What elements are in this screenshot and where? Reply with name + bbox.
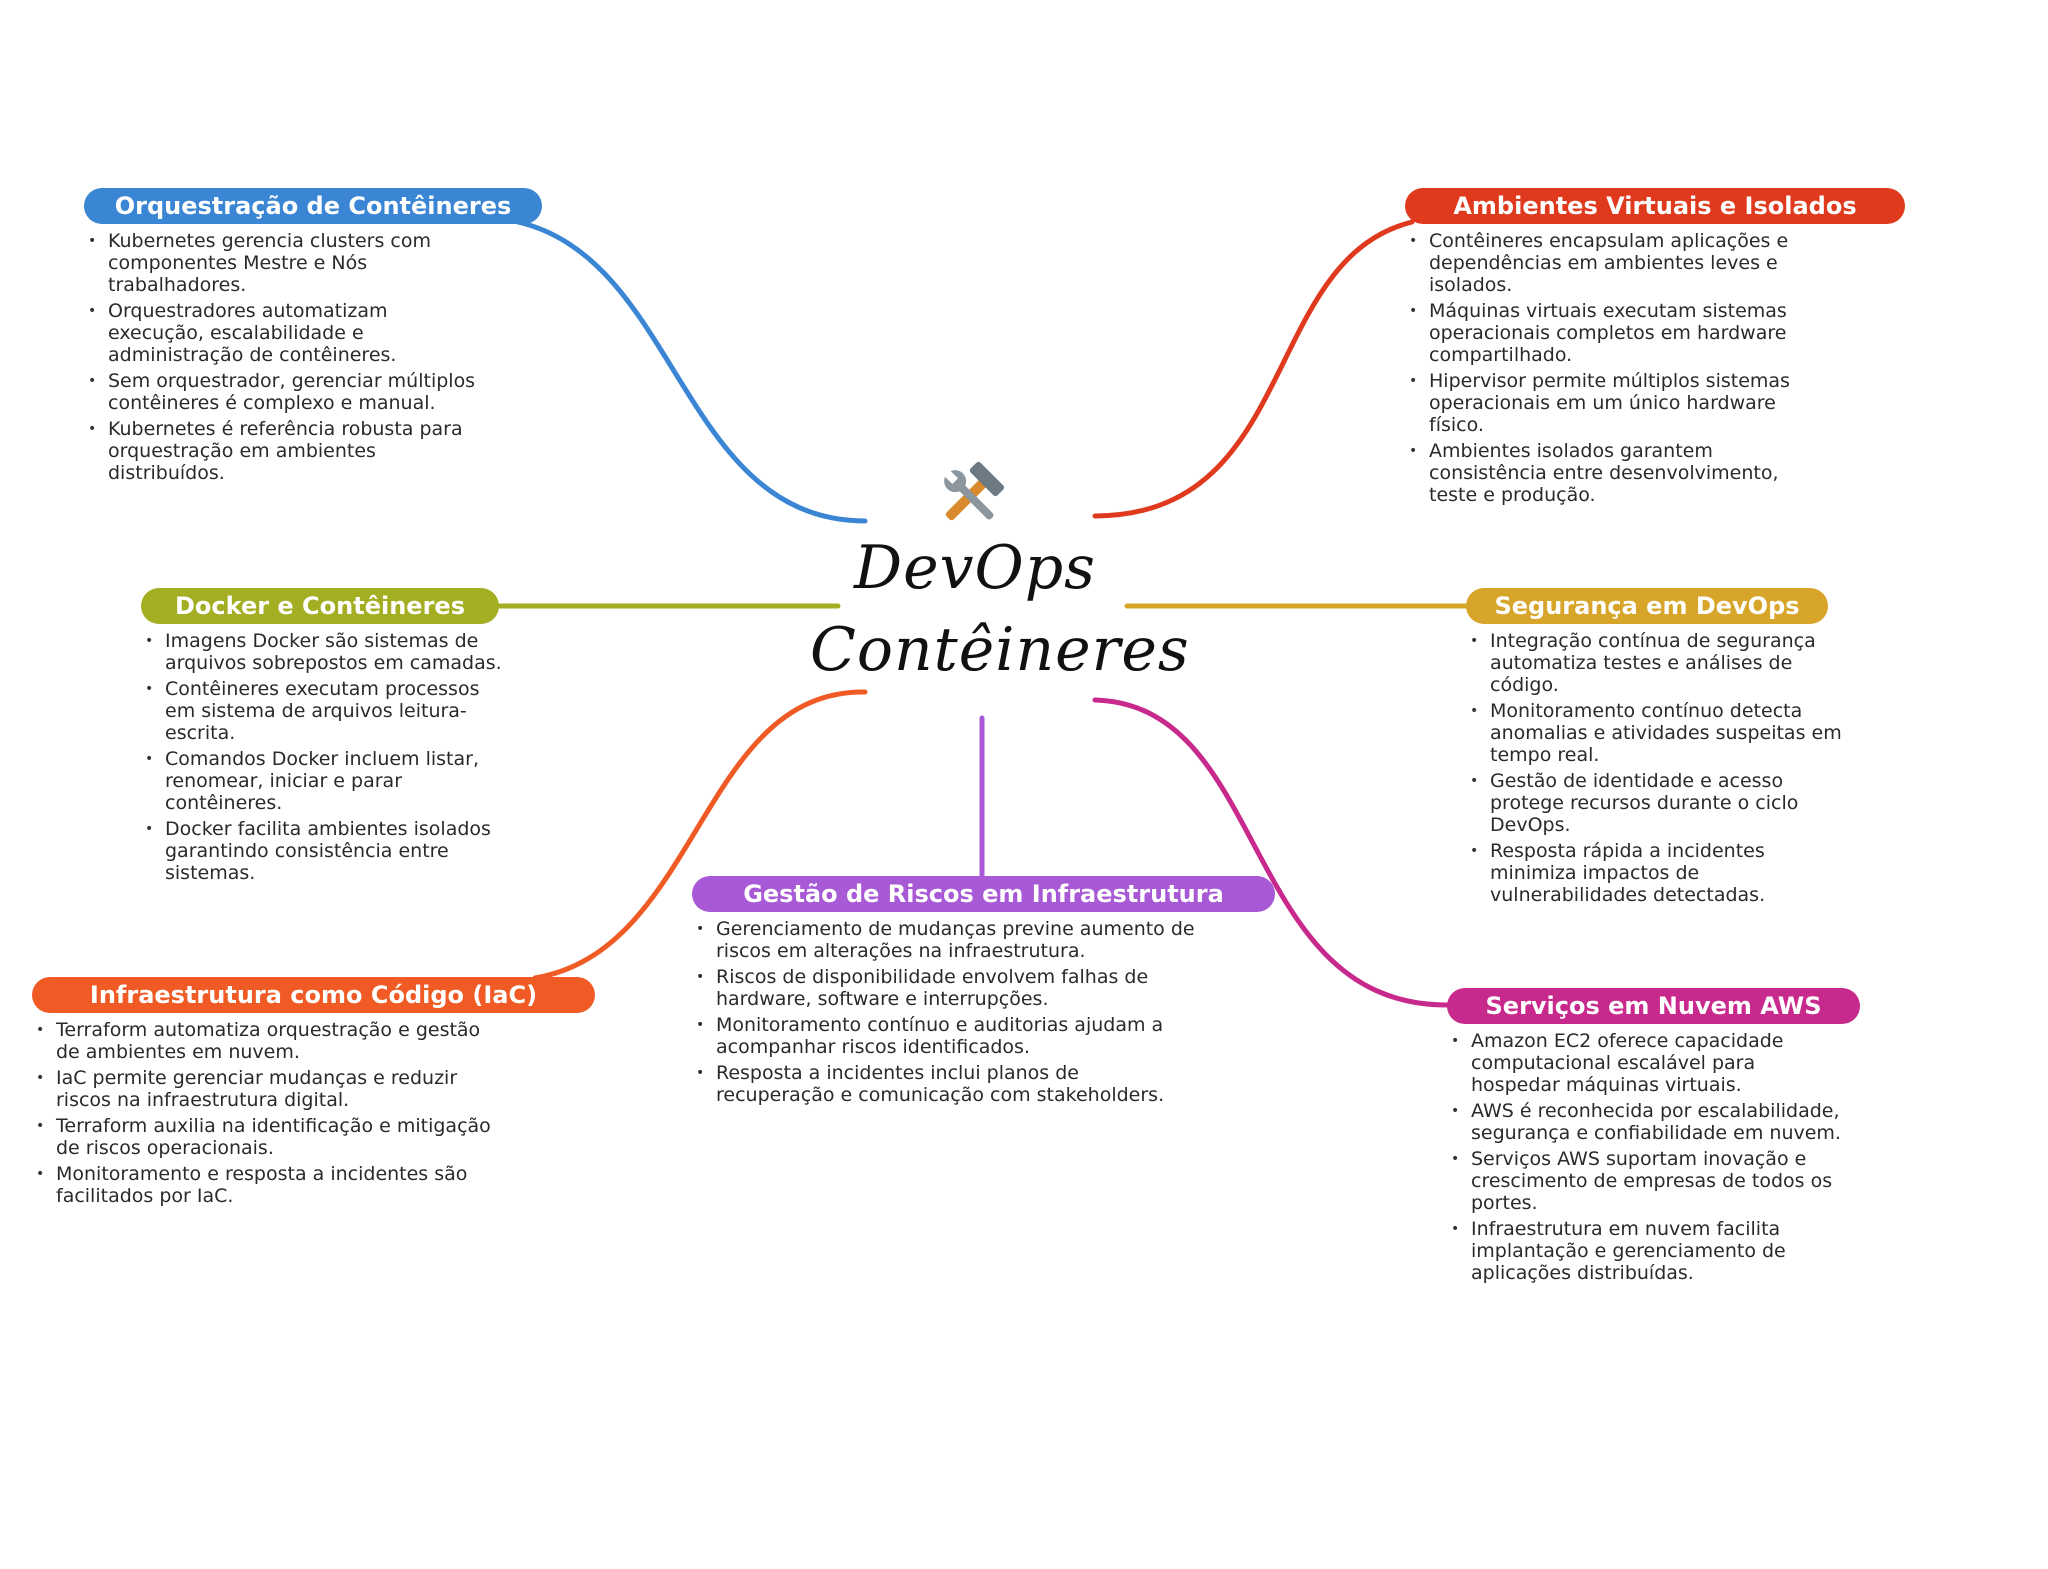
center-title-line2: Contêineres <box>810 615 1190 685</box>
list-item: Orquestradores automatizam execução, esc… <box>84 300 484 366</box>
list-item: Monitoramento contínuo e auditorias ajud… <box>692 1014 1202 1058</box>
list-item: Infraestrutura em nuvem facilita implant… <box>1447 1218 1847 1284</box>
list-item: Serviços AWS suportam inovação e crescim… <box>1447 1148 1847 1214</box>
topic-items-riscos: Gerenciamento de mudanças previne aument… <box>692 918 1202 1110</box>
list-item: Kubernetes é referência robusta para orq… <box>84 418 484 484</box>
list-item: Comandos Docker incluem listar, renomear… <box>141 748 511 814</box>
list-item: Contêineres encapsulam aplicações e depe… <box>1405 230 1825 296</box>
topic-title-riscos[interactable]: Gestão de Riscos em Infraestrutura <box>692 876 1275 912</box>
topic-title-orquestracao[interactable]: Orquestração de Contêineres <box>84 188 542 224</box>
list-item: Integração contínua de segurança automat… <box>1466 630 1856 696</box>
list-item: Máquinas virtuais executam sistemas oper… <box>1405 300 1825 366</box>
list-item: Amazon EC2 oferece capacidade computacio… <box>1447 1030 1847 1096</box>
topic-title-aws[interactable]: Serviços em Nuvem AWS <box>1447 988 1860 1024</box>
topic-items-docker: Imagens Docker são sistemas de arquivos … <box>141 630 511 888</box>
list-item: IaC permite gerenciar mudanças e reduzir… <box>32 1067 502 1111</box>
topic-title-ambientes[interactable]: Ambientes Virtuais e Isolados <box>1405 188 1905 224</box>
list-item: Resposta rápida a incidentes minimiza im… <box>1466 840 1856 906</box>
list-item: Gestão de identidade e acesso protege re… <box>1466 770 1856 836</box>
connector-orquestracao <box>515 219 868 524</box>
connector-iac <box>532 689 868 981</box>
connector-ambientes <box>1092 219 1415 519</box>
topic-items-iac: Terraform automatiza orquestração e gest… <box>32 1019 502 1211</box>
list-item: Docker facilita ambientes isolados garan… <box>141 818 511 884</box>
topic-title-seguranca[interactable]: Segurança em DevOps <box>1466 588 1828 624</box>
list-item: Monitoramento e resposta a incidentes sã… <box>32 1163 502 1207</box>
topic-title-docker[interactable]: Docker e Contêineres <box>141 588 499 624</box>
topic-items-orquestracao: Kubernetes gerencia clusters com compone… <box>84 230 484 488</box>
list-item: Contêineres executam processos em sistem… <box>141 678 511 744</box>
list-item: Riscos de disponibilidade envolvem falha… <box>692 966 1202 1010</box>
list-item: Terraform auxilia na identificação e mit… <box>32 1115 502 1159</box>
topic-items-aws: Amazon EC2 oferece capacidade computacio… <box>1447 1030 1847 1288</box>
list-item: Imagens Docker são sistemas de arquivos … <box>141 630 511 674</box>
central-topic: DevOps Contêineres <box>810 455 1190 685</box>
center-title-line1: DevOps <box>854 533 1096 603</box>
list-item: Gerenciamento de mudanças previne aument… <box>692 918 1202 962</box>
list-item: Hipervisor permite múltiplos sistemas op… <box>1405 370 1825 436</box>
topic-items-ambientes: Contêineres encapsulam aplicações e depe… <box>1405 230 1825 510</box>
list-item: Terraform automatiza orquestração e gest… <box>32 1019 502 1063</box>
list-item: Resposta a incidentes inclui planos de r… <box>692 1062 1202 1106</box>
hammer-wrench-icon <box>943 461 1005 521</box>
topic-title-iac[interactable]: Infraestrutura como Código (IaC) <box>32 977 595 1013</box>
list-item: Monitoramento contínuo detecta anomalias… <box>1466 700 1856 766</box>
list-item: Sem orquestrador, gerenciar múltiplos co… <box>84 370 484 414</box>
list-item: Ambientes isolados garantem consistência… <box>1405 440 1825 506</box>
connector-aws <box>1092 697 1450 1008</box>
list-item: Kubernetes gerencia clusters com compone… <box>84 230 484 296</box>
topic-items-seguranca: Integração contínua de segurança automat… <box>1466 630 1856 910</box>
list-item: AWS é reconhecida por escalabilidade, se… <box>1447 1100 1847 1144</box>
